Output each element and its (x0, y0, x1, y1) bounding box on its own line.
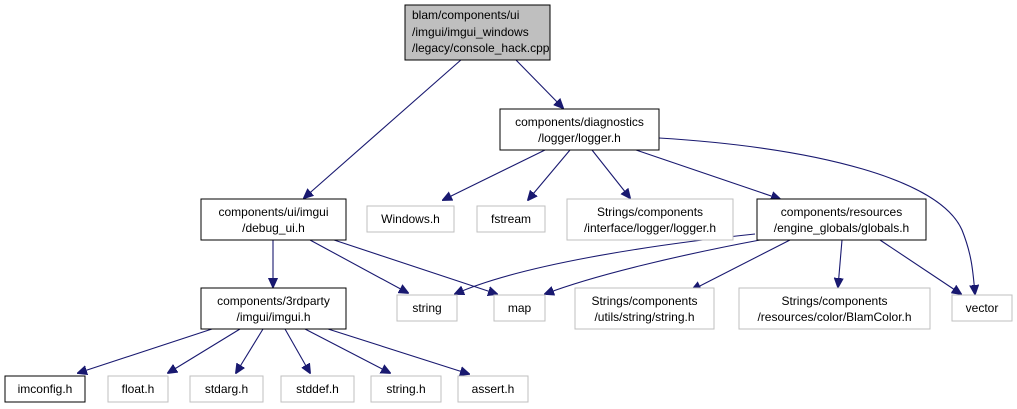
node-box (566, 198, 734, 241)
node-box (107, 375, 169, 403)
node-strings-logger[interactable]: Strings/components /interface/logger/log… (566, 198, 734, 241)
edge-console-hack-to-logger (514, 58, 563, 108)
node-label-line: /logger/logger.h (538, 131, 621, 145)
edge-logger-to-vector (658, 137, 975, 294)
node-strings-string[interactable]: Strings/components /utils/string/string.… (574, 287, 715, 330)
node-box (200, 198, 347, 241)
node-box (756, 198, 927, 241)
node-box (499, 108, 660, 151)
node-stdarg-h[interactable]: stdarg.h (189, 375, 264, 403)
node-blamcolor[interactable]: Strings/components /resources/color/Blam… (738, 287, 931, 330)
node-fstream[interactable]: fstream (476, 205, 546, 233)
edge-globals-to-string (455, 233, 756, 294)
node-vector[interactable]: vector (951, 294, 1013, 322)
node-box (396, 294, 458, 322)
node-label-line: Strings/components (597, 205, 703, 219)
node-label-line: vector (966, 301, 999, 315)
node-imconfig-h[interactable]: imconfig.h (4, 375, 86, 403)
edge-imgui-to-string-h (304, 328, 390, 373)
node-stddef-h[interactable]: stddef.h (280, 375, 355, 403)
node-assert-h[interactable]: assert.h (457, 375, 529, 403)
node-box (457, 375, 529, 403)
node-label-line: string (412, 301, 441, 315)
node-label-line: components/resources (781, 205, 902, 219)
node-box (189, 375, 264, 403)
node-string-h[interactable]: string.h (370, 375, 442, 403)
node-label-line: /interface/logger/logger.h (584, 221, 716, 235)
node-string[interactable]: string (396, 294, 458, 322)
edge-globals-to-map (545, 239, 761, 294)
edge-imgui-to-imconfig (78, 328, 213, 373)
node-box (476, 205, 546, 233)
node-label-line: components/ui/imgui (218, 205, 328, 219)
node-box (366, 205, 455, 233)
node-box (951, 294, 1013, 322)
node-box (4, 375, 86, 403)
node-console-hack[interactable]: blam/components/ui /imgui/imgui_windows … (404, 4, 551, 61)
node-label-line: assert.h (472, 382, 515, 396)
node-label-line: /resources/color/BlamColor.h (757, 310, 911, 324)
node-label-line: /engine_globals/globals.h (774, 221, 909, 235)
node-box (493, 294, 546, 322)
node-label-line: Windows.h (381, 212, 440, 226)
node-label-line: stddef.h (296, 382, 339, 396)
node-logger[interactable]: components/diagnostics /logger/logger.h (499, 108, 660, 151)
node-box (574, 287, 715, 330)
edge-imgui-to-stdarg (236, 328, 264, 373)
node-label-line: /imgui/imgui_windows (412, 25, 529, 39)
node-label-line: float.h (122, 382, 155, 396)
node-label-line: /legacy/console_hack.cpp (412, 41, 550, 55)
node-box (404, 4, 551, 61)
node-box (370, 375, 442, 403)
node-label-line: /utils/string/string.h (594, 310, 694, 324)
node-label-line: Strings/components (781, 294, 887, 308)
node-box (200, 287, 347, 330)
edge-logger-to-globals (635, 149, 780, 199)
edge-console-hack-to-debug-ui (304, 58, 463, 198)
node-windows-h[interactable]: Windows.h (366, 205, 455, 233)
node-label-line: blam/components/ui (412, 8, 519, 22)
edge-logger-to-windows (443, 149, 546, 200)
edge-globals-to-strings-string (692, 239, 791, 290)
node-box (280, 375, 355, 403)
node-label-line: map (508, 301, 532, 315)
node-label-line: components/diagnostics (515, 115, 644, 129)
node-float-h[interactable]: float.h (107, 375, 169, 403)
node-globals[interactable]: components/resources /engine_globals/glo… (756, 198, 927, 241)
node-label-line: components/3rdparty (217, 294, 330, 308)
edge-globals-to-vector (879, 239, 961, 294)
edge-globals-to-blamcolor (838, 239, 842, 287)
node-label-line: imconfig.h (18, 382, 73, 396)
edge-imgui-to-stddef (284, 328, 310, 373)
edge-debug-ui-to-string (309, 239, 408, 293)
node-box (738, 287, 931, 330)
edge-imgui-to-float (168, 328, 241, 373)
edge-imgui-to-assert (327, 328, 469, 374)
node-label-line: /imgui/imgui.h (236, 310, 310, 324)
node-label-line: /debug_ui.h (242, 221, 305, 235)
node-imgui[interactable]: components/3rdparty /imgui/imgui.h (200, 287, 347, 330)
node-label-line: stdarg.h (205, 382, 248, 396)
node-label-line: fstream (491, 212, 531, 226)
node-label-line: string.h (386, 382, 425, 396)
node-map[interactable]: map (493, 294, 546, 322)
edge-debug-ui-to-map (327, 237, 497, 294)
edge-logger-to-strings-logger (591, 149, 630, 198)
node-debug-ui[interactable]: components/ui/imgui /debug_ui.h (200, 198, 347, 241)
node-label-line: Strings/components (591, 294, 697, 308)
edge-logger-to-fstream (528, 149, 571, 200)
